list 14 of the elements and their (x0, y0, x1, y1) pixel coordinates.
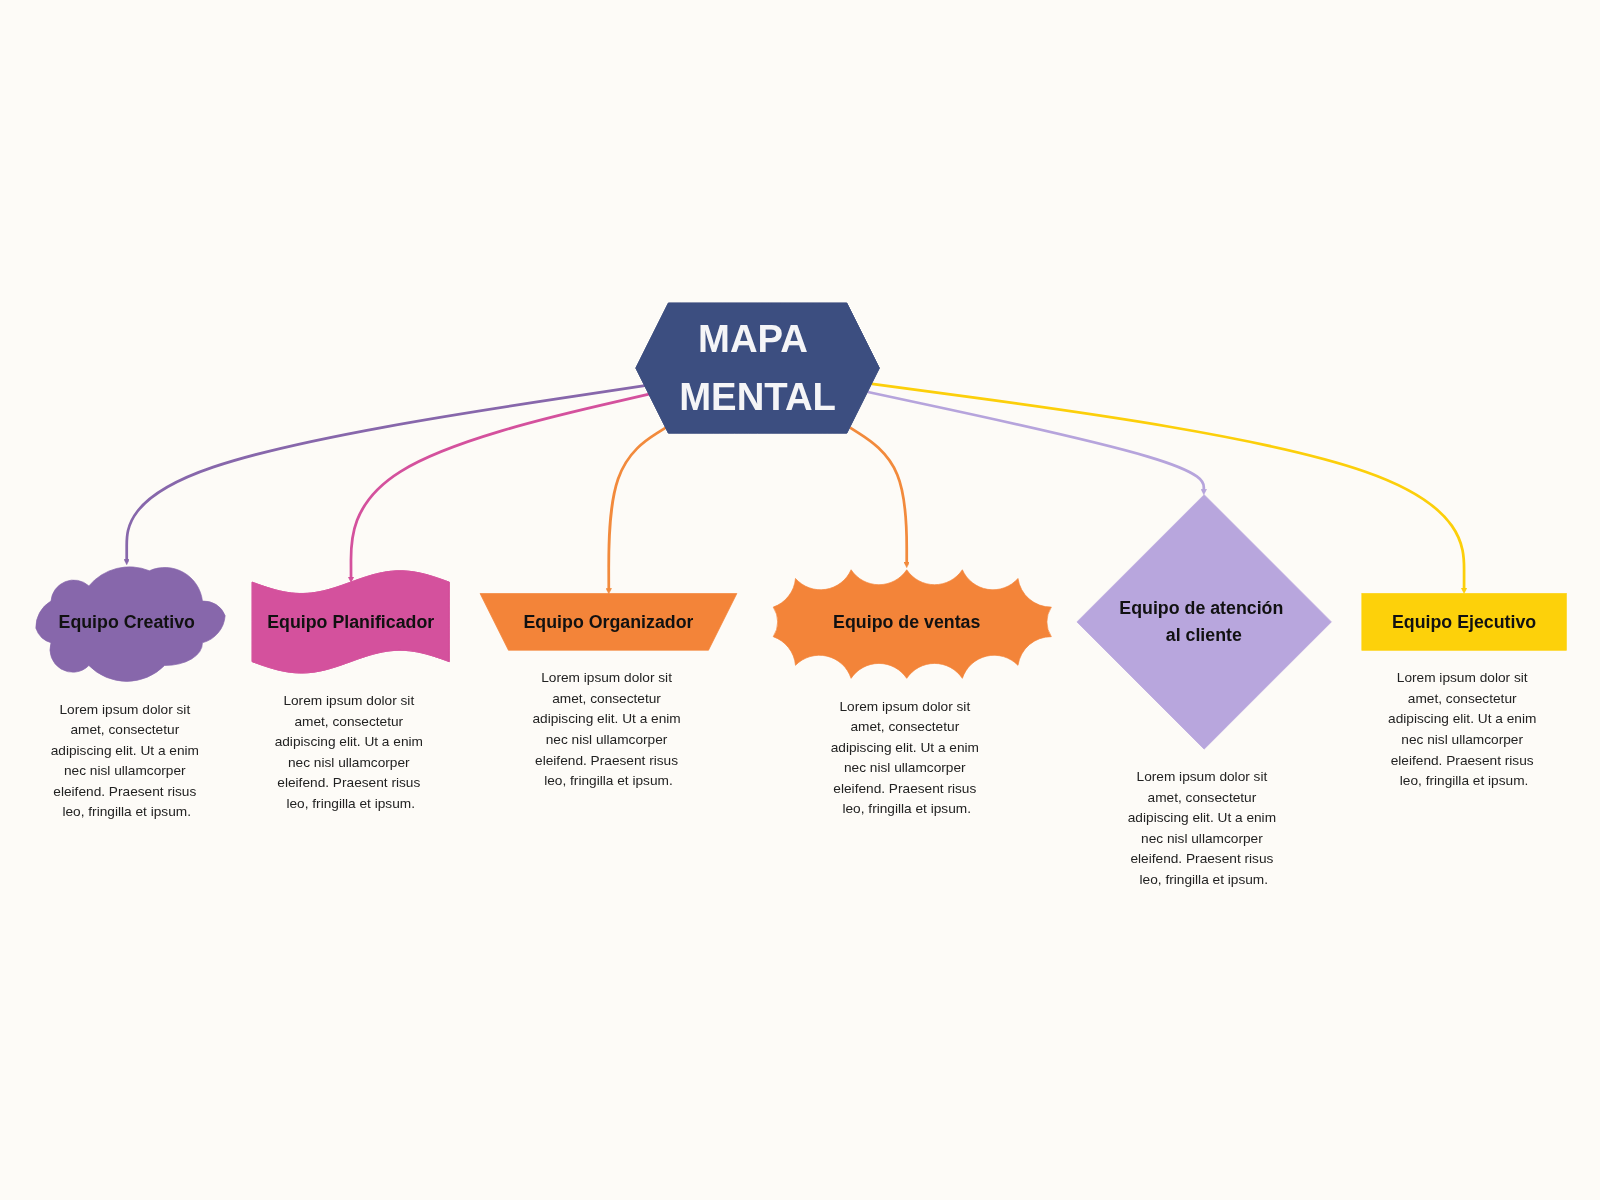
node-label: Lorem ipsum dolor sit amet, consectetur adipiscing elit. Ut a enim nec nisl ullamcorper eleifend. Praesent risus leo, fringilla et ipsum. (274, 692, 423, 811)
arrow (348, 392, 650, 583)
node-label: Lorem ipsum dolor sit amet, consectetur adipiscing elit. Ut a enim nec nisl ullamcorper eleifend. Praesent risus leo, fringilla et ipsum. (1127, 768, 1277, 887)
node-box: Equipo Ejecutivo (1361, 593, 1567, 651)
arrow (867, 390, 1207, 495)
node-label: Lorem ipsum dolor sit amet, consectetur adipiscing elit. Ut a enim nec nisl ullamcorper eleifend. Praesent risus leo, fringilla et ipsum. (50, 701, 199, 819)
node-label: Lorem ipsum dolor sit amet, consectetur adipiscing elit. Ut a enim nec nisl ullamcorper eleifend. Praesent risus leo, fringilla et ipsum. (532, 670, 681, 788)
arrow (123, 384, 645, 565)
node-label: Lorem ipsum dolor sit amet, consectetur adipiscing elit. Ut a enim nec nisl ullamcorper eleifend. Praesent risus leo, fringilla et ipsum. (830, 698, 979, 816)
node-diamond: Equipo de atención al cliente (1076, 494, 1332, 750)
arrow (871, 382, 1468, 594)
arrow (605, 426, 667, 595)
arrow (849, 426, 910, 568)
node-label: Lorem ipsum dolor sit amet, consectetur adipiscing elit. Ut a enim nec nisl ullamcorper eleifend. Praesent risus leo, fringilla et ipsum. (1388, 670, 1537, 788)
